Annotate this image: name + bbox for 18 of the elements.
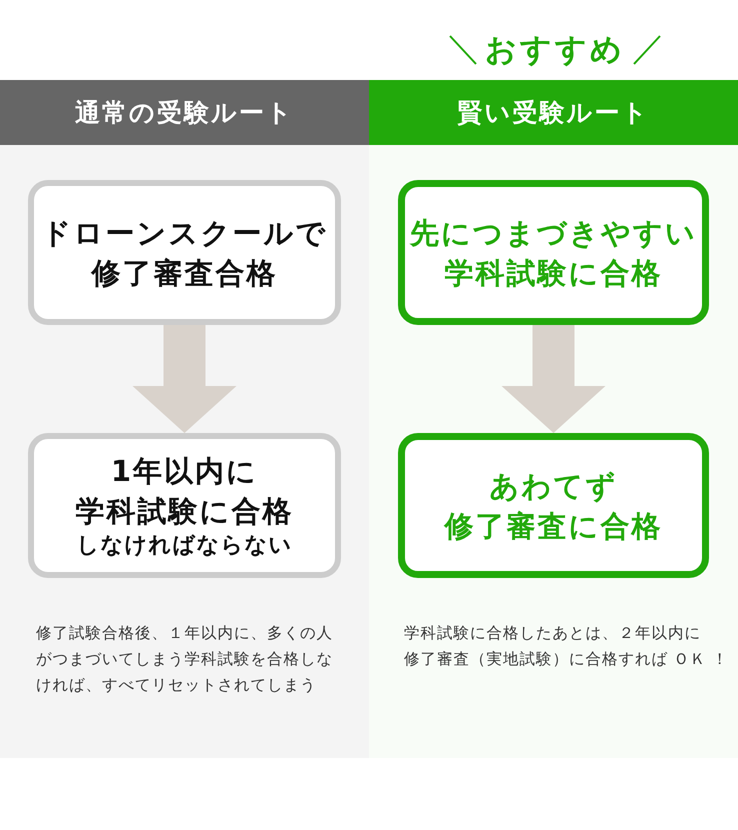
step-box: [398, 180, 709, 325]
block-arrow: [502, 325, 606, 433]
route-header: 賢い受験ルート: [369, 80, 738, 145]
step-note: しなければならない: [76, 532, 292, 560]
step-text: 1年以内に学科試験に合格: [76, 452, 294, 530]
description-text: 学科試験に合格したあとは、２年以内に修了審査（実地試験）に合格すれば ＯＫ ！: [404, 623, 730, 670]
block-arrow: [132, 325, 236, 433]
step-text: 先につまづきやすい学科試験に合格: [408, 214, 698, 292]
step-box: [28, 180, 341, 325]
description-text: 修了試験合格後、１年以内に、多くの人がつまづいてしまう学科試験を合格しなければ、すべてリセットされてしまう: [36, 623, 334, 696]
step-box: [28, 433, 341, 578]
route-header: 通常の受験ルート: [0, 80, 369, 145]
step-box: [398, 433, 709, 578]
column-panel: [369, 80, 738, 758]
recommend-label: おすすめ: [485, 31, 625, 70]
column-panel: [0, 80, 369, 758]
step-text: あわてず修了審査に合格: [444, 468, 662, 544]
step-text: ドローンスクールで修了審査合格: [40, 214, 328, 292]
